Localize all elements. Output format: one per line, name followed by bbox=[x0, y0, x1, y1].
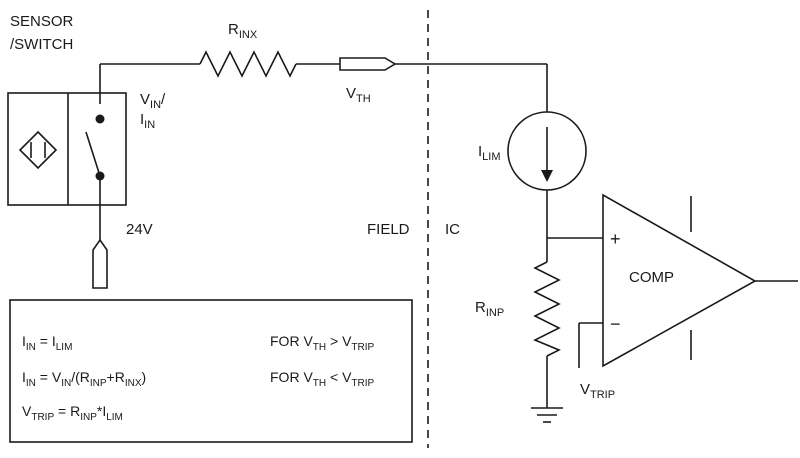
condition-2: FOR VTH < VTRIP bbox=[270, 369, 375, 389]
sensor-label-1: SENSOR bbox=[10, 13, 74, 30]
equations-box bbox=[9, 299, 413, 443]
field-label: FIELD bbox=[367, 221, 410, 238]
r-inp-resistor bbox=[533, 261, 561, 357]
minus-sign: − bbox=[610, 314, 621, 334]
i-in-label: IIN bbox=[140, 111, 155, 131]
i-lim-label: ILIM bbox=[478, 143, 501, 163]
switch-dot-bottom bbox=[95, 171, 105, 181]
sensor-box bbox=[7, 92, 127, 206]
supply-terminal bbox=[92, 238, 108, 289]
plus-sign: + bbox=[610, 229, 621, 249]
vth-connector bbox=[339, 57, 397, 71]
switch-dot-top bbox=[95, 114, 105, 124]
comparator-label: COMP bbox=[629, 269, 674, 286]
v-trip-label: VTRIP bbox=[580, 381, 615, 401]
equation-1: IIN = ILIM bbox=[22, 333, 72, 353]
r-inx-resistor bbox=[199, 50, 297, 78]
r-inx-label: RINX bbox=[228, 21, 258, 41]
equation-3: VTRIP = RINP*ILIM bbox=[22, 403, 123, 423]
switch-contact bbox=[85, 131, 101, 177]
v-th-label: VTH bbox=[346, 85, 371, 105]
v-in-label: VIN/ bbox=[140, 91, 166, 111]
sensor-label-2: /SWITCH bbox=[10, 36, 73, 53]
proximity-sensor-icon bbox=[18, 130, 58, 170]
condition-1: FOR VTH > VTRIP bbox=[270, 333, 375, 353]
comparator bbox=[602, 193, 757, 368]
supply-label: 24V bbox=[126, 221, 153, 238]
equation-2: IIN = VIN/(RINP+RINX) bbox=[22, 369, 146, 389]
ic-label: IC bbox=[445, 221, 460, 238]
current-arrowhead-icon bbox=[541, 170, 553, 182]
r-inp-label: RINP bbox=[475, 299, 504, 319]
